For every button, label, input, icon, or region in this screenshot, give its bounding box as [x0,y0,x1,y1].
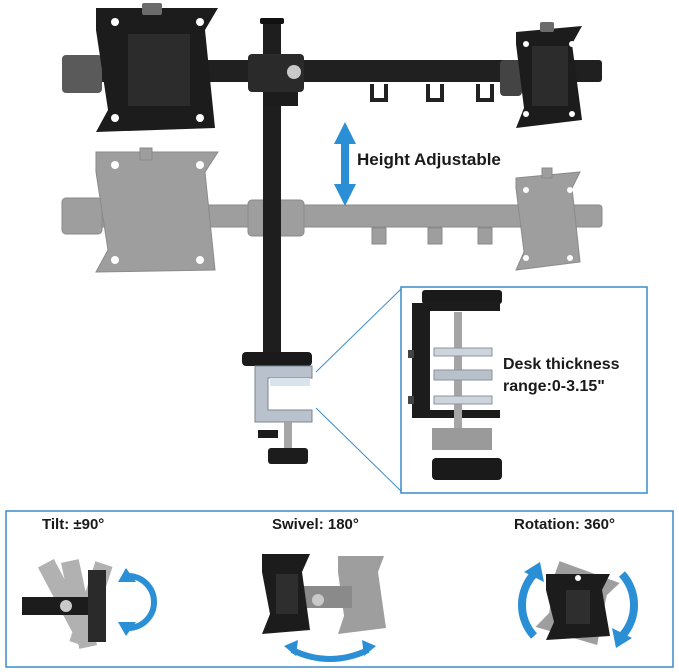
ghost-cable-clip-3 [477,227,493,245]
tilt-rotate-arrow-icon [127,573,157,631]
swivel-label: Swivel: [272,516,324,533]
swivel-arrow-icon [290,647,370,662]
rotation-illustration [518,561,638,648]
swivel-value: 180° [327,516,359,533]
rotation-label: Rotation: [514,516,580,533]
ghost-left-knob [139,147,153,161]
clamp-closeup [408,290,502,480]
swivel-illustration [262,554,386,662]
callout-line-bottom [315,407,402,492]
tilt-illustration [22,559,157,649]
tilt-label: Tilt: [42,516,70,533]
left-vesa-plate-icon [96,3,218,132]
callout-line-top [315,288,402,373]
desk-thickness-label: Desk thickness range:0-3.15" [503,354,620,398]
desk-thickness-line-1: Desk thickness [503,356,620,373]
ghost-left-joint [61,197,103,235]
height-adjustable-label: Height Adjustable [357,150,501,169]
ghost-cable-clip-2 [427,227,443,245]
rotation-title: Rotation: 360° [514,516,615,533]
cable-clip-1 [370,84,388,102]
cable-clip-3 [476,84,494,102]
ghost-right-knob [541,167,553,179]
center-hub [248,54,304,92]
hub-lower-collar [264,92,298,106]
vertical-double-arrow-icon [334,122,356,206]
pole-cap [260,18,284,24]
rotation-value: 360° [584,516,616,533]
swivel-title: Swivel: 180° [272,516,359,533]
clamp-icon [242,352,313,464]
tilt-title: Tilt: ±90° [42,516,104,533]
ghost-cable-clip-1 [371,227,387,245]
ghost-left-vesa-plate-icon [95,151,219,273]
lower-position-ghost [61,147,603,273]
tilt-value: ±90° [73,516,105,533]
desk-thickness-line-2: range:0-3.15" [503,378,605,395]
ghost-right-vesa-plate-icon [515,171,581,271]
cable-clip-2 [426,84,444,102]
rotation-left-arrow-icon [518,571,538,639]
right-vesa-plate-icon [516,22,582,128]
left-tilt-joint [62,55,102,93]
right-tilt-joint [500,60,522,96]
rotation-right-arrow-icon [618,571,638,639]
hub-screw [287,65,301,79]
